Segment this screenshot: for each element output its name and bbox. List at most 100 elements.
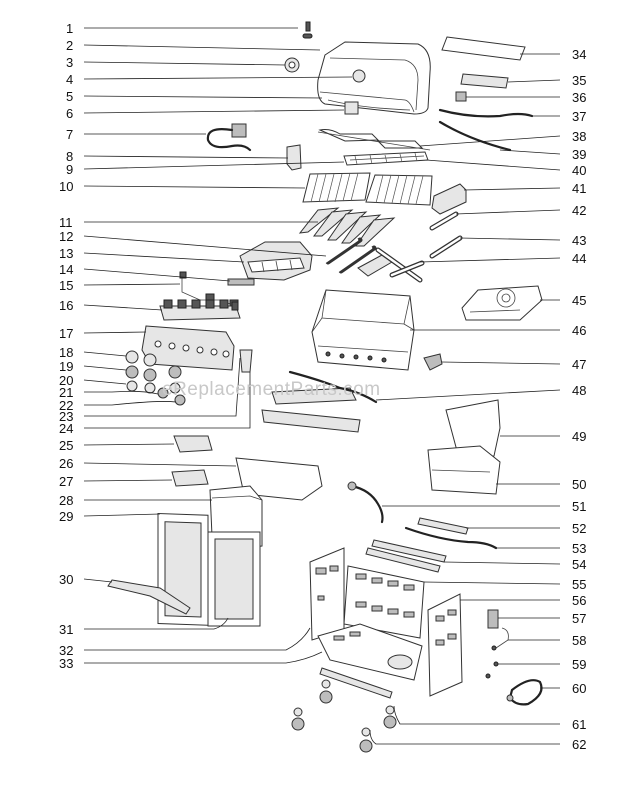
callout-49: 49 xyxy=(572,429,586,444)
callout-18: 18 xyxy=(59,345,73,360)
part-33-bottom-shelf xyxy=(317,623,423,681)
part-57-bracket xyxy=(487,609,499,629)
callout-28: 28 xyxy=(59,493,73,508)
part-13-heat-shield xyxy=(239,241,313,281)
callout-4: 4 xyxy=(66,72,73,87)
callout-60: 60 xyxy=(572,681,586,696)
part-41-smoker-box xyxy=(431,183,467,215)
part-16-valves xyxy=(159,299,241,321)
part-40-tube xyxy=(438,120,512,152)
callout-6: 6 xyxy=(66,106,73,121)
part-36-clip xyxy=(455,91,467,102)
callout-23: 23 xyxy=(59,409,73,424)
part-24-panel-strip xyxy=(261,387,361,433)
callout-47: 47 xyxy=(572,357,586,372)
callout-58: 58 xyxy=(572,633,586,648)
callout-25: 25 xyxy=(59,438,73,453)
part-61-62-casters xyxy=(291,679,397,753)
part-51-regulator xyxy=(350,484,384,524)
part-14-ignitor xyxy=(227,278,255,286)
callout-56: 56 xyxy=(572,593,586,608)
callout-13: 13 xyxy=(59,246,73,261)
callout-31: 31 xyxy=(59,622,73,637)
part-25-tray xyxy=(173,435,213,453)
callout-59: 59 xyxy=(572,657,586,672)
part-6-bracket xyxy=(344,101,359,115)
part-8-bracket xyxy=(286,144,302,171)
watermark: eReplacementParts.com xyxy=(162,379,381,400)
callout-44: 44 xyxy=(572,251,586,266)
part-48-gas-line xyxy=(288,370,378,404)
callout-7: 7 xyxy=(66,127,73,142)
part-46-cookbox xyxy=(311,289,415,371)
leader-lines xyxy=(83,27,561,745)
callout-53: 53 xyxy=(572,541,586,556)
callout-21: 21 xyxy=(59,385,73,400)
callout-41: 41 xyxy=(572,181,586,196)
part-2-lid xyxy=(317,41,431,115)
callout-39: 39 xyxy=(572,147,586,162)
part-52-rail xyxy=(417,517,469,535)
part-32-side-panel xyxy=(309,547,345,641)
callout-48: 48 xyxy=(572,383,586,398)
callout-9: 9 xyxy=(66,162,73,177)
callout-17: 17 xyxy=(59,326,73,341)
callout-5: 5 xyxy=(66,89,73,104)
callout-29: 29 xyxy=(59,509,73,524)
part-17-control-panel xyxy=(141,325,235,371)
callout-26: 26 xyxy=(59,456,73,471)
part-37-wire xyxy=(438,108,534,118)
part-35-handle xyxy=(460,73,509,89)
part-31-door xyxy=(207,531,261,627)
callout-24: 24 xyxy=(59,421,73,436)
callout-46: 46 xyxy=(572,323,586,338)
callout-54: 54 xyxy=(572,557,586,572)
part-30-handle xyxy=(107,579,191,615)
part-56-side-panel xyxy=(427,593,463,697)
part-1-screw xyxy=(302,21,313,39)
callout-37: 37 xyxy=(572,109,586,124)
callouts-right: 34 35 36 37 38 39 40 41 42 43 44 45 46 4… xyxy=(572,47,586,752)
part-38-39-rotisserie xyxy=(317,129,431,151)
callout-27: 27 xyxy=(59,474,73,489)
callout-50: 50 xyxy=(572,477,586,492)
callout-32: 32 xyxy=(59,643,73,658)
part-7-motor xyxy=(206,123,252,152)
part-9-warming-rack xyxy=(343,151,429,166)
parts-artwork xyxy=(107,21,543,753)
callout-57: 57 xyxy=(572,611,586,626)
part-47-fitting xyxy=(423,353,443,371)
callout-10: 10 xyxy=(59,179,73,194)
part-59-nut xyxy=(493,661,499,667)
callout-11: 11 xyxy=(59,215,73,230)
part-4-thermometer xyxy=(352,69,366,83)
callout-35: 35 xyxy=(572,73,586,88)
part-53-hose xyxy=(404,526,498,550)
callout-8: 8 xyxy=(66,149,73,164)
part-11-flavorizer-bars xyxy=(298,207,396,247)
callouts-left: 1 2 3 4 5 6 7 8 9 10 11 12 13 14 15 16 1… xyxy=(59,21,73,671)
callout-19: 19 xyxy=(59,359,73,374)
part-60-ignition-wire xyxy=(506,679,543,706)
callout-61: 61 xyxy=(572,717,586,732)
callout-55: 55 xyxy=(572,577,586,592)
callout-45: 45 xyxy=(572,293,586,308)
callout-22: 22 xyxy=(59,398,73,413)
callout-38: 38 xyxy=(572,129,586,144)
part-18-22-knobs xyxy=(125,350,186,406)
callout-36: 36 xyxy=(572,90,586,105)
callout-43: 43 xyxy=(572,233,586,248)
callout-16: 16 xyxy=(59,298,73,313)
callout-34: 34 xyxy=(572,47,586,62)
callout-1: 1 xyxy=(66,21,73,36)
callout-3: 3 xyxy=(66,55,73,70)
callout-15: 15 xyxy=(59,278,73,293)
callout-52: 52 xyxy=(572,521,586,536)
callout-62: 62 xyxy=(572,737,586,752)
part-bottom-rail xyxy=(319,667,393,699)
callout-30: 30 xyxy=(59,572,73,587)
part-58-hook xyxy=(491,627,509,651)
callout-51: 51 xyxy=(572,499,586,514)
part-3-gauge xyxy=(284,57,300,73)
